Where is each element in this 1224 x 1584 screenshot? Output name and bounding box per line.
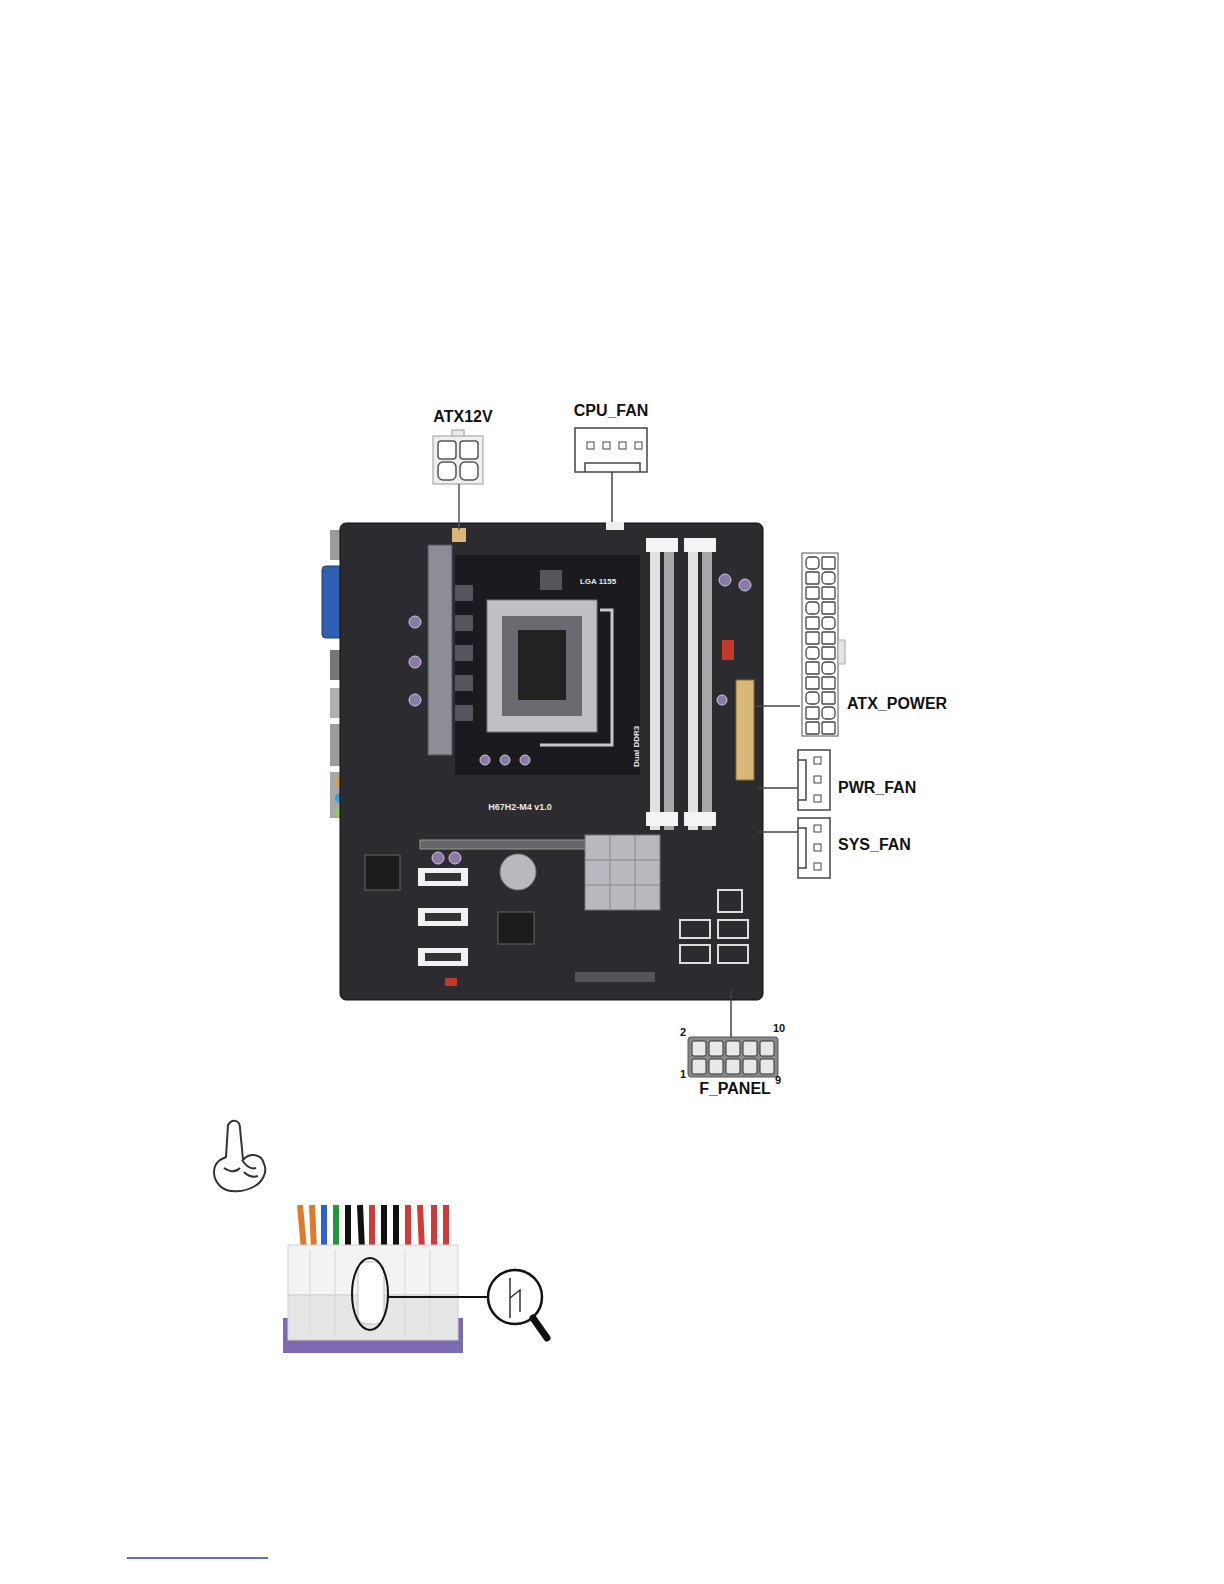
board-marking: Dual DDR3 bbox=[634, 726, 643, 767]
connector-name: ATX12V bbox=[433, 408, 492, 426]
board-marking: H67H2-M4 v1.0 bbox=[488, 803, 552, 813]
pin-number: 2 bbox=[680, 1026, 686, 1038]
connector-name: SYS_FAN bbox=[838, 836, 911, 854]
pin-number: 9 bbox=[775, 1074, 781, 1086]
pin-number: 10 bbox=[773, 1022, 785, 1034]
pin-number: 1 bbox=[680, 1068, 686, 1080]
connector-name: PWR_FAN bbox=[838, 779, 916, 797]
board-marking: LGA 1155 bbox=[580, 578, 616, 587]
connector-name: CPU_FAN bbox=[574, 402, 649, 420]
connector-name: F_PANEL bbox=[699, 1080, 771, 1098]
connector-name: ATX_POWER bbox=[847, 695, 947, 713]
